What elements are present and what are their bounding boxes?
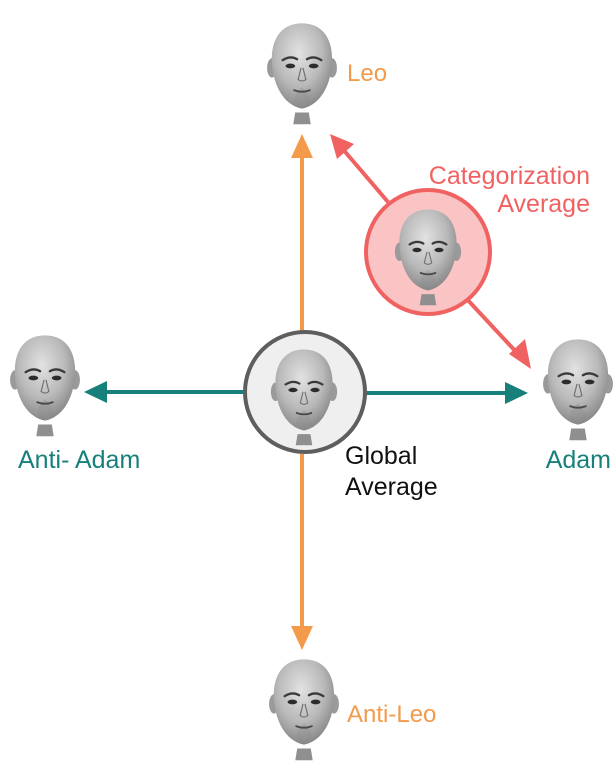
leo-face xyxy=(265,22,339,126)
anti-adam-face xyxy=(8,334,82,438)
leo-label: Leo xyxy=(347,60,387,87)
categorization-to-adam-line xyxy=(462,294,521,357)
global-average-label-line2: Average xyxy=(345,473,438,501)
anti-leo-face xyxy=(267,658,341,762)
global-average-label-line1: Global xyxy=(345,442,417,470)
anti-adam-arrowhead xyxy=(84,381,107,403)
categorization-average-label-line1: Categorization xyxy=(429,162,590,190)
categorization-arrows xyxy=(330,134,531,369)
leo-arrowhead xyxy=(291,134,313,158)
teal-horizontal-axis xyxy=(84,381,528,404)
categorization-to-adam-arrowhead xyxy=(509,339,531,369)
categorization-to-leo-line xyxy=(339,145,390,204)
categorization-average-label-line2: Average xyxy=(497,190,590,218)
anti-leo-arrowhead xyxy=(291,626,313,650)
categorization-to-leo-arrowhead xyxy=(330,134,354,159)
adam-arrowhead xyxy=(505,382,528,404)
anti-adam-label: Anti- Adam xyxy=(18,446,140,474)
anti-leo-label: Anti-Leo xyxy=(347,701,436,728)
adam-label: Adam xyxy=(546,446,611,474)
adam-face xyxy=(541,338,614,442)
orange-vertical-axis xyxy=(291,134,313,650)
